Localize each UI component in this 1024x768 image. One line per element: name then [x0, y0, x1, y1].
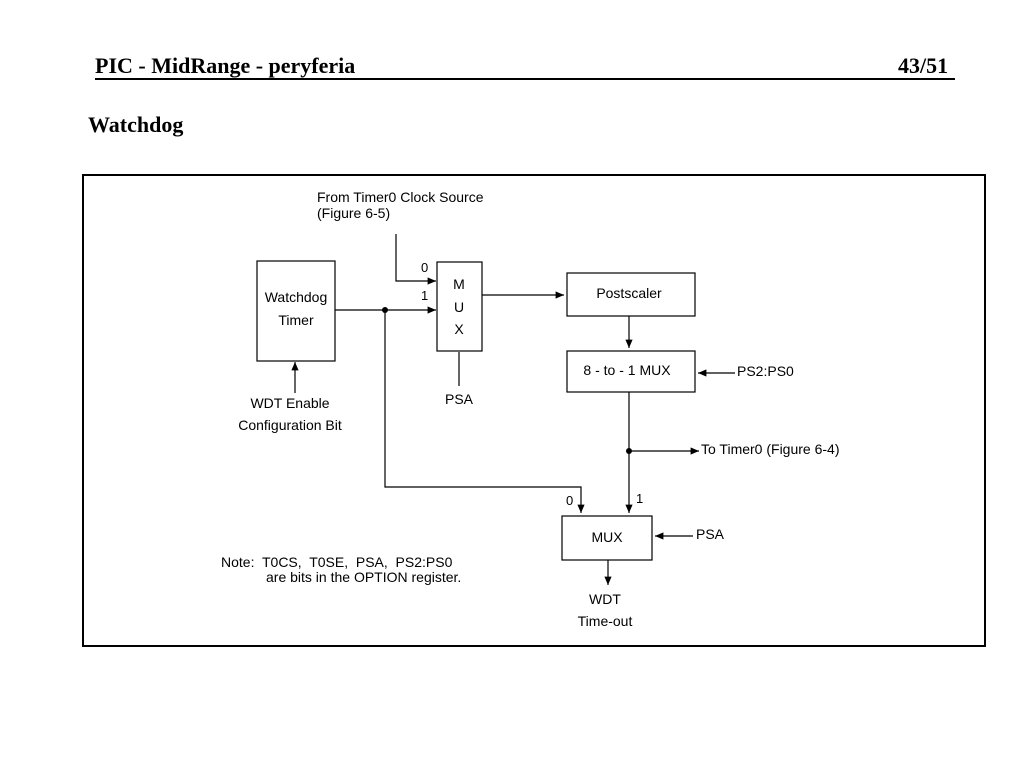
- psa-top-label: PSA: [445, 391, 474, 407]
- source-to-mux-wire: [395, 234, 436, 285]
- page-number: 43/51: [898, 53, 949, 78]
- mux1-input1-label: 1: [421, 288, 428, 303]
- bypass-wire: [384, 310, 585, 513]
- mux8-box: [566, 350, 696, 393]
- header-rule: [95, 78, 955, 80]
- postscaler-label: Postscaler: [596, 285, 662, 301]
- mux1-box: [436, 261, 483, 352]
- wdt-enable-label-line1: WDT Enable: [250, 395, 329, 411]
- source-label-line2: (Figure 6-5): [317, 205, 390, 221]
- mux1-letter-m: M: [453, 276, 465, 292]
- psa-bottom-label: PSA: [696, 526, 725, 542]
- page-title: PIC - MidRange - peryferia: [95, 53, 356, 78]
- mux2-label: MUX: [591, 529, 623, 545]
- section-title: Watchdog: [88, 112, 184, 137]
- watchdog-block-diagram: [82, 174, 986, 647]
- watchdog-timer-box: [256, 260, 336, 362]
- mux2-box: [561, 515, 653, 561]
- wdt-out-label-line2: Time-out: [578, 613, 633, 629]
- postscaler-box: [566, 272, 696, 317]
- note-line1: Note: T0CS, T0SE, PSA, PS2:PS0: [221, 554, 453, 570]
- watchdog-label-line1: Watchdog: [265, 289, 328, 305]
- mux1-input0-label: 0: [421, 260, 428, 275]
- mux1-letter-u: U: [454, 299, 464, 315]
- mux8-label: 8 - to - 1 MUX: [583, 362, 671, 378]
- note-line2: are bits in the OPTION register.: [266, 569, 461, 585]
- to-timer0-label: To Timer0 (Figure 6-4): [701, 441, 839, 457]
- source-label-line1: From Timer0 Clock Source: [317, 189, 484, 205]
- mux2-input0-label: 0: [566, 493, 573, 508]
- ps2ps0-label: PS2:PS0: [737, 363, 794, 379]
- watchdog-label-line2: Timer: [278, 312, 314, 328]
- mux2-input1-label: 1: [636, 491, 643, 506]
- mux1-letter-x: X: [454, 321, 464, 337]
- wdt-enable-label-line2: Configuration Bit: [238, 417, 342, 433]
- wdt-out-label-line1: WDT: [589, 591, 621, 607]
